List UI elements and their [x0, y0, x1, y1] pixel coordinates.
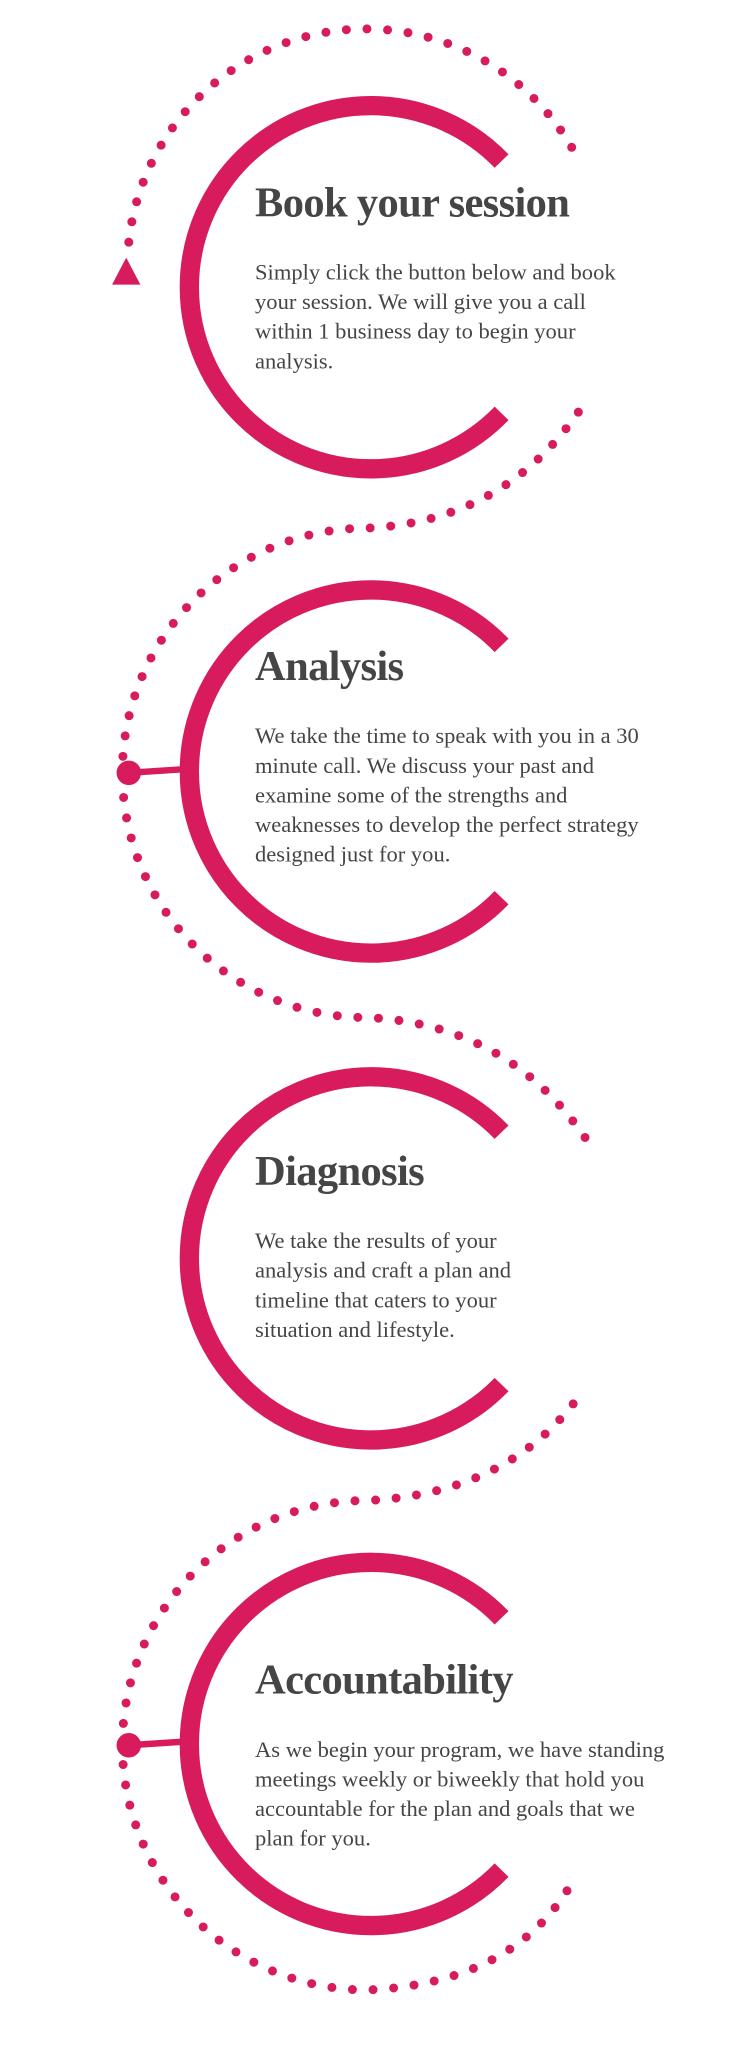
- dotted-path-top: [124, 24, 581, 247]
- step-title: Diagnosis: [255, 1148, 425, 1196]
- step-ring-2: [179, 580, 509, 963]
- step-ring-4: [179, 1552, 509, 1936]
- step-description: We take the results of your analysis and…: [255, 1227, 512, 1343]
- step-accountability: Accountability As we begin your program,…: [255, 1655, 680, 1853]
- connector-dot: [116, 1733, 142, 1758]
- step-book-session: Book your session Simply click the butto…: [255, 178, 680, 376]
- step-analysis: Analysis We take the time to speak with …: [255, 641, 680, 869]
- step-diagnosis: Diagnosis We take the results of your an…: [255, 1146, 680, 1344]
- step-title: Book your session: [255, 180, 570, 227]
- step-description: As we begin your program, we have standi…: [255, 1736, 665, 1851]
- step-description: Simply click the button below and book y…: [255, 258, 616, 374]
- step-ring-1: [179, 95, 509, 479]
- step-ring-3: [179, 1067, 509, 1450]
- triangle-start-icon: [112, 257, 141, 285]
- connector-dot: [116, 760, 142, 786]
- step-title: Accountability: [255, 1657, 513, 1705]
- step-title: Analysis: [255, 644, 404, 691]
- step-description: We take the time to speak with you in a …: [255, 722, 639, 867]
